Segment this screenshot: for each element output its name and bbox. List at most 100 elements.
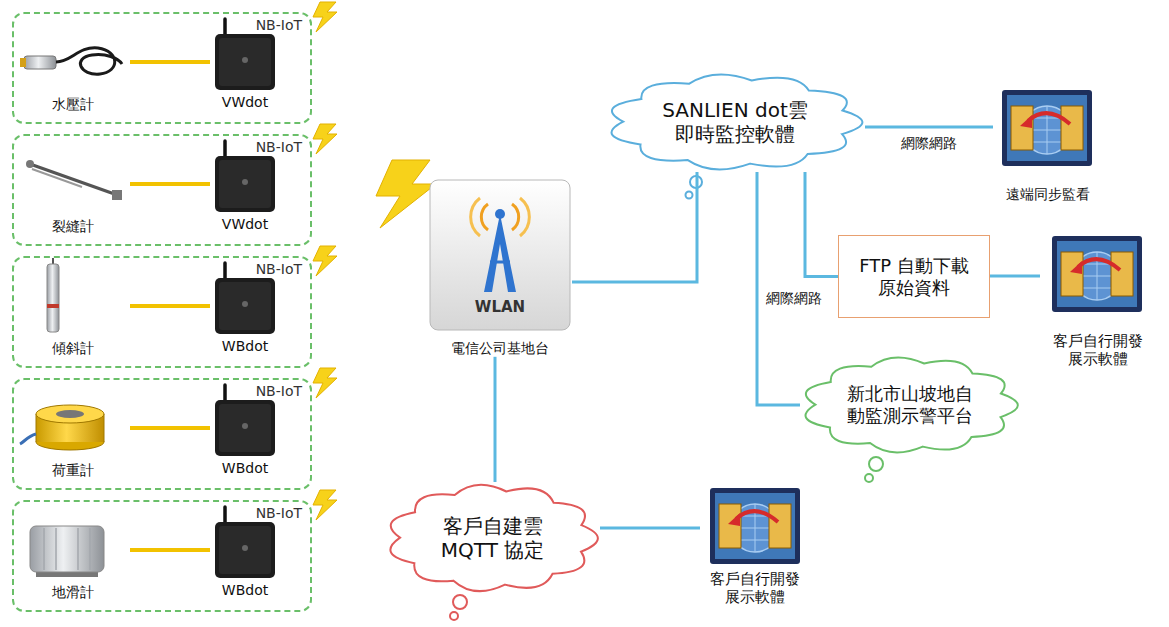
tilt-meter-picture bbox=[47, 264, 59, 332]
connector bbox=[572, 172, 697, 282]
sensor-node: 水壓計 bbox=[16, 20, 130, 113]
connector bbox=[130, 548, 210, 552]
network-label: NB-IoT bbox=[22, 139, 302, 155]
landslide-meter-picture bbox=[44, 528, 90, 570]
computer-icon bbox=[1002, 90, 1092, 166]
cloud-platform: 客戶自建雲 MQTT 協定 bbox=[385, 482, 600, 594]
load-cell-picture bbox=[56, 410, 84, 418]
cloud-label: 新北市山坡地自 動監測示警平台 bbox=[845, 383, 975, 426]
landslide-meter-picture bbox=[30, 526, 104, 572]
computer-icon bbox=[710, 488, 800, 564]
load-cell-picture bbox=[36, 405, 104, 423]
computer-node: 遠端同步監看 bbox=[993, 88, 1102, 203]
box-label: FTP 自動下載 原始資料 bbox=[854, 255, 974, 298]
wlan-label: WLAN bbox=[428, 298, 572, 316]
sensor-node: 荷重計 bbox=[16, 386, 130, 479]
connector bbox=[990, 275, 1040, 278]
cloud-platform: SANLIEN dot雲 即時監控軟體 bbox=[605, 72, 865, 172]
connector bbox=[865, 126, 993, 129]
cloud-bubble bbox=[869, 457, 883, 471]
network-label: NB-IoT bbox=[22, 383, 302, 399]
tilt-meter-picture bbox=[313, 246, 337, 276]
crack-meter-picture bbox=[313, 124, 337, 154]
sensor-group: NB-IoT 水壓計 VWdot bbox=[12, 12, 312, 124]
computer-icon bbox=[1052, 236, 1142, 312]
base-station-picture bbox=[484, 214, 516, 292]
tilt-meter-picture bbox=[47, 246, 337, 334]
connector bbox=[600, 527, 700, 530]
connector bbox=[805, 172, 838, 277]
device-node: VWdot bbox=[210, 18, 280, 111]
load-cell-picture bbox=[313, 368, 337, 398]
connector bbox=[130, 426, 210, 430]
device-node: WBdot bbox=[210, 262, 280, 355]
node-label: 荷重計 bbox=[16, 462, 130, 479]
piezometer-picture bbox=[24, 56, 56, 69]
base-station-picture bbox=[490, 261, 510, 264]
node-label: VWdot bbox=[210, 216, 280, 233]
load-cell-picture bbox=[104, 414, 105, 442]
edge-label: 網際網路 bbox=[764, 290, 824, 307]
node-label: 裂縫計 bbox=[16, 218, 130, 235]
piezometer-picture bbox=[20, 2, 337, 90]
node-label: 水壓計 bbox=[16, 96, 130, 113]
cloud-platform: 新北市山坡地自 動監測示警平台 bbox=[800, 355, 1020, 455]
edge-label: 網際網路 bbox=[899, 135, 959, 152]
cloud-outline bbox=[612, 74, 863, 169]
load-cell-picture bbox=[36, 414, 37, 442]
base-station-picture bbox=[495, 209, 505, 219]
node-label: 客戶自行開發 展示軟體 bbox=[1050, 332, 1146, 368]
crack-meter-picture bbox=[26, 124, 337, 212]
crack-meter-picture bbox=[112, 190, 122, 200]
computer-node: 客戶自行開發 展示軟體 bbox=[1040, 232, 1155, 368]
sensor-group: NB-IoT傾斜計 WBdot bbox=[12, 256, 312, 368]
cloud-label: SANLIEN dot雲 即時監控軟體 bbox=[655, 98, 815, 146]
ftp-box: FTP 自動下載 原始資料 bbox=[838, 235, 990, 318]
connector bbox=[494, 357, 497, 482]
node-label: 遠端同步監看 bbox=[993, 186, 1102, 203]
load-cell-picture bbox=[20, 434, 36, 444]
edge-label-holder: 網際網路 bbox=[764, 290, 824, 307]
cloud-bubble bbox=[450, 612, 458, 620]
sensor-group: NB-IoT 裂縫計 VWdot bbox=[12, 134, 312, 246]
load-cell-picture bbox=[20, 368, 337, 456]
computer-node: 客戶自行開發 展示軟體 bbox=[700, 486, 810, 606]
cloud-label: 客戶自建雲 MQTT 協定 bbox=[437, 514, 549, 562]
connector bbox=[130, 182, 210, 186]
node-label: WBdot bbox=[210, 338, 280, 355]
device-node: VWdot bbox=[210, 140, 280, 233]
piezometer-picture bbox=[20, 58, 26, 67]
crack-meter-picture bbox=[32, 169, 82, 187]
sensor-node: 傾斜計 bbox=[16, 264, 130, 357]
network-label: NB-IoT bbox=[22, 17, 302, 33]
device-node: WBdot bbox=[210, 506, 280, 599]
piezometer-picture bbox=[313, 2, 337, 32]
base-station: WLAN 電信公司基地台 bbox=[428, 180, 572, 357]
node-label: VWdot bbox=[210, 94, 280, 111]
node-label: 客戶自行開發 展示軟體 bbox=[707, 570, 803, 606]
landslide-meter-picture bbox=[30, 490, 337, 578]
cloud-outline bbox=[390, 485, 597, 591]
crack-meter-picture bbox=[26, 160, 34, 168]
sensor-node: 地滑計 bbox=[16, 508, 130, 601]
sensor-group: NB-IoT地滑計WBdot bbox=[12, 500, 312, 612]
node-label: WBdot bbox=[210, 582, 280, 599]
wireless-bolt bbox=[376, 160, 436, 228]
tilt-meter-picture bbox=[47, 304, 59, 308]
node-label: WBdot bbox=[210, 460, 280, 477]
crack-meter-picture bbox=[30, 164, 120, 196]
cloud-outline bbox=[806, 357, 1018, 452]
connector bbox=[757, 172, 800, 405]
piezometer-picture bbox=[56, 48, 122, 74]
sensor-node: 裂縫計 bbox=[16, 142, 130, 235]
cloud-bubble bbox=[865, 474, 873, 482]
landslide-meter-picture bbox=[313, 490, 337, 520]
cloud-bubble bbox=[453, 595, 467, 609]
station-label: 電信公司基地台 bbox=[428, 340, 572, 357]
cloud-bubble bbox=[686, 192, 693, 199]
sensor-group: NB-IoT 荷重計 WBdot bbox=[12, 378, 312, 490]
edge-label-holder: 網際網路 bbox=[899, 135, 959, 152]
network-label: NB-IoT bbox=[22, 261, 302, 277]
